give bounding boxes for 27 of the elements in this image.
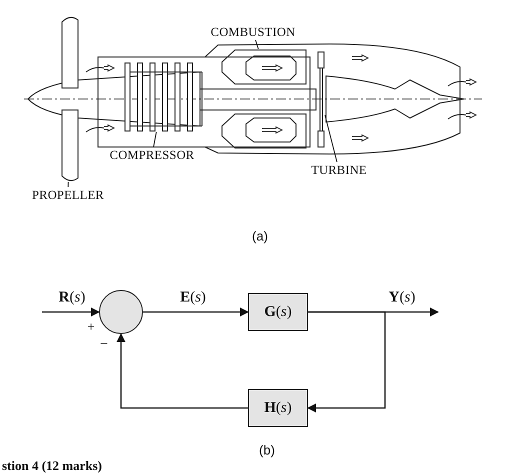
- leader-line: [255, 40, 259, 50]
- combustion-chamber: [222, 50, 306, 84]
- part-label: TURBINE: [305, 162, 373, 178]
- panel-label: (a): [252, 228, 268, 244]
- part-label: PROPELLER: [25, 187, 111, 203]
- turbine-disk: [318, 52, 324, 148]
- summing-junction: [99, 290, 143, 334]
- sign-label: +: [87, 319, 95, 335]
- signal-arrow: [42, 308, 100, 316]
- leader-line: [153, 132, 157, 148]
- propeller-blades: [62, 16, 78, 182]
- question-heading: stion 4 (12 marks): [2, 458, 102, 473]
- signal-label: Y(s): [386, 290, 418, 306]
- leader-line: [68, 182, 69, 188]
- signal-arrow: [143, 308, 249, 316]
- signal-arrow: [307, 311, 386, 412]
- sign-label: −: [100, 337, 108, 353]
- compressor-blades: [124, 62, 202, 132]
- signal-label: E(s): [178, 290, 208, 306]
- part-label: COMPRESSOR: [103, 147, 201, 163]
- signal-label: R(s): [56, 290, 88, 306]
- signal-arrow: [116, 333, 248, 409]
- transfer-function-block: G(s): [248, 293, 308, 331]
- panel-label: (b): [259, 442, 275, 458]
- transfer-function-block: H(s): [248, 389, 308, 427]
- leader-line: [324, 114, 338, 162]
- part-label: COMBUSTION: [203, 24, 303, 40]
